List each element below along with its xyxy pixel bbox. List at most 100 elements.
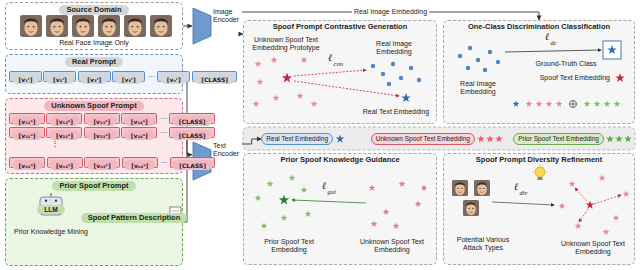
diversity-plot	[575, 188, 587, 201]
one-class-plot	[476, 58, 480, 62]
prompt-token: [v₃ʳ]	[78, 71, 111, 82]
guidance-plot	[255, 175, 312, 229]
node-label: Image Encoder	[213, 8, 242, 24]
panel-fill	[243, 127, 635, 150]
embedding-star	[624, 135, 632, 142]
embedding-star	[477, 135, 485, 142]
annotation-label: Real Image Embedding	[358, 40, 430, 56]
diversity-plot	[599, 175, 606, 181]
face-photo	[20, 15, 42, 37]
node-label: [v₂ʳ]	[46, 74, 74, 84]
contrastive-plot	[253, 57, 422, 107]
diversity-plot	[559, 175, 630, 235]
llm-robot-icon	[55, 200, 57, 202]
guidance-plot	[399, 181, 406, 187]
diversity-plot	[547, 172, 549, 173]
guidance-plot	[261, 223, 268, 229]
guidance-plot	[305, 211, 312, 217]
prompt-token: [v₁₃ˢ]	[84, 113, 120, 124]
guidance-plot	[371, 221, 378, 227]
contrastive-plot	[253, 101, 260, 107]
description-box: Spoof Pattern Description	[102, 206, 166, 228]
encoder-block: Image Encoder	[192, 6, 242, 46]
encoder-shape	[193, 8, 211, 44]
prompt-token: [v₂₁ˢ]	[9, 127, 45, 138]
one-class-plot	[505, 50, 601, 52]
connector-arrow	[183, 26, 192, 27]
face-photo	[124, 15, 146, 37]
one-class-plot	[546, 101, 553, 107]
diversity-plot	[452, 180, 468, 196]
node-label: Prior Spoof Text Embedding	[518, 135, 599, 143]
face-photo	[150, 15, 172, 37]
one-class-plot	[607, 45, 617, 54]
diversity-plot	[463, 200, 479, 216]
guidance-plot	[301, 187, 308, 193]
prompt-token: [vₙʳ]	[157, 71, 190, 82]
annotation-label: Real Text Embedding	[356, 108, 436, 116]
guidance-plot	[415, 201, 422, 207]
guidance-plot	[255, 195, 262, 201]
diversity-plot	[492, 202, 554, 205]
one-class-plot	[513, 101, 520, 107]
prompt-token: [v₁₂ˢ]	[46, 113, 82, 124]
prompt-token: [v₂ʳ]	[43, 71, 76, 82]
guidance-plot	[281, 215, 288, 221]
contrastive-plot	[387, 82, 391, 86]
contrastive-plot	[257, 79, 264, 85]
prompt-token: [CLASS]	[169, 113, 215, 124]
annotation-label: Prior Spoof Text Embedding	[248, 238, 330, 254]
contrastive-plot	[371, 62, 421, 86]
encoder-shape	[193, 8, 211, 180]
loss-symbol: ℓ	[328, 53, 332, 63]
node-label: [vₙ₃ˢ]	[87, 160, 118, 170]
node-label: Real Text Embedding	[266, 135, 328, 143]
loss-symbol: dc	[551, 39, 557, 46]
annotation-label: Spoof Text Embedding	[528, 74, 610, 82]
panel-fill	[443, 20, 635, 124]
document-icon	[172, 211, 179, 212]
panel-title: Prior Spoof Prompt	[52, 181, 135, 191]
connector-label: Real Image Embedding	[352, 8, 429, 16]
guidance-plot	[393, 223, 400, 229]
contrastive-plot	[401, 93, 411, 102]
diversity-plot	[538, 177, 543, 180]
loss-symbol: ℓ	[545, 32, 549, 42]
guidance-plot	[267, 181, 274, 187]
embedding-star	[606, 135, 632, 142]
guidance-plot	[289, 175, 296, 181]
diversity-plot	[623, 191, 630, 197]
node-label: [v₁ʳ]	[12, 74, 40, 84]
loss-symbol: ℓ	[514, 182, 518, 192]
one-class-plot	[536, 101, 543, 107]
guidance-plot	[292, 200, 366, 203]
one-class-plot	[458, 54, 462, 58]
embedding-star	[495, 135, 503, 142]
node-label: [v₁₁ˢ]	[12, 116, 43, 126]
node-label: [v₁₂ˢ]	[49, 116, 80, 126]
prompt-token: [v₂₄ˢ]	[121, 127, 157, 138]
prompt-token: [vₙ₁ˢ]	[9, 157, 45, 168]
diversity-plot	[559, 203, 566, 209]
guidance-plot	[279, 195, 289, 205]
annotation-label: Unknown Spoof Text Embedding	[350, 238, 434, 254]
one-class-plot	[614, 101, 621, 107]
one-class-plot	[573, 101, 574, 108]
embedding-star	[477, 135, 503, 142]
node-label: Spoof Pattern Description	[81, 213, 188, 223]
contrastive-plot	[282, 73, 292, 83]
face-photo	[72, 15, 94, 37]
diversity-plot	[532, 172, 534, 173]
node-label: [vₙ₄ˢ]	[124, 160, 155, 170]
embedding-star	[336, 135, 345, 143]
one-class-plot	[466, 66, 470, 70]
contrastive-plot	[381, 72, 385, 76]
node-label: [v₄ʳ]	[115, 74, 143, 84]
node-label: [v₂₁ˢ]	[12, 130, 43, 140]
diversity-plot	[540, 164, 541, 166]
panel-fill	[243, 153, 437, 265]
node-label: [vₙʳ]	[160, 74, 188, 84]
prompt-token: [v₂₃ˢ]	[84, 127, 120, 138]
embedding-tag: Real Text Embedding	[261, 133, 333, 146]
node-label: [v₃ʳ]	[80, 74, 108, 84]
